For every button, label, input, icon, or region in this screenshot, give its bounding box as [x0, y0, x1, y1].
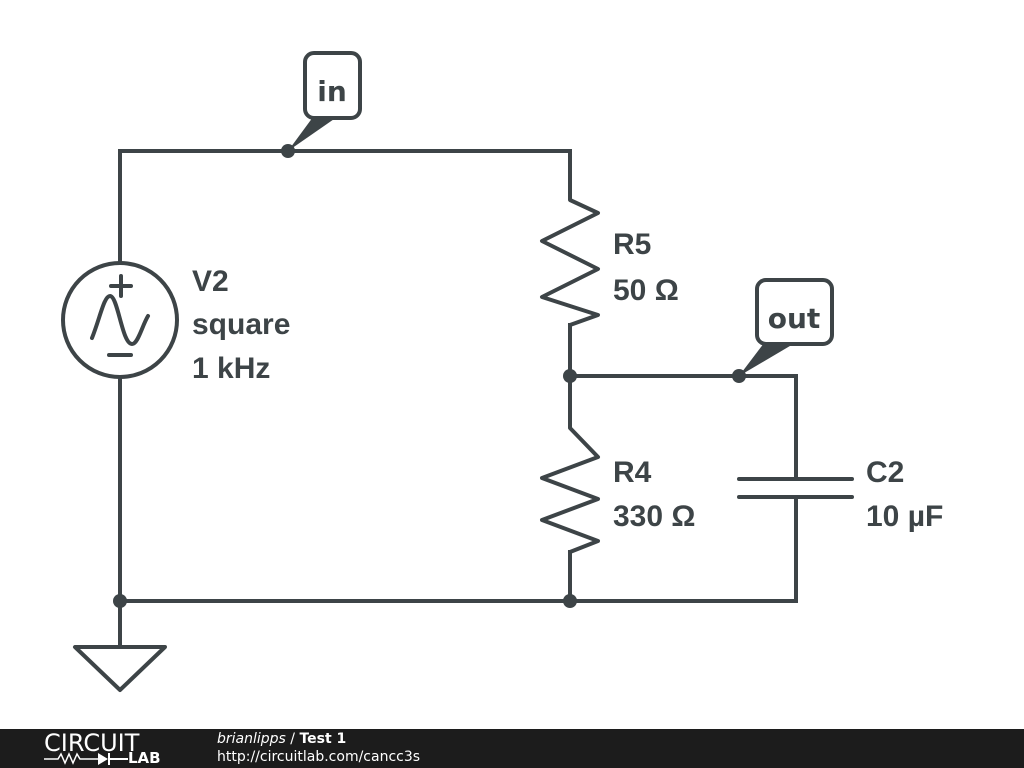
resistor-r4[interactable]: R4 330 Ω [540, 423, 695, 554]
net-label-pointer [739, 343, 795, 376]
net-label-box [303, 51, 362, 120]
wire-top [118, 149, 572, 264]
junction-r5-r4 [563, 369, 577, 383]
circuitlab-logo-resistor-diode-icon [44, 752, 128, 765]
junction-r4-bottom [563, 594, 577, 608]
net-label-in-text: in [317, 75, 347, 108]
r5-name: R5 [613, 228, 651, 261]
r4-name: R4 [613, 456, 652, 489]
footer-bar: CIRCUIT LAB brianlipps / Test 1 http://c… [0, 729, 1024, 768]
net-label-pointer [288, 117, 337, 151]
sine-wave-icon [90, 294, 150, 346]
circuitlab-logo-lab: LAB [128, 749, 161, 767]
net-label-in[interactable]: in [288, 51, 362, 151]
r4-value: 330 Ω [613, 500, 695, 533]
resistor-r5[interactable]: R5 50 Ω [540, 193, 679, 327]
circuit-meta: brianlipps / Test 1 [217, 731, 346, 747]
net-label-box [755, 278, 834, 346]
plus-sign-icon [109, 274, 133, 298]
net-label-out-text: out [768, 302, 821, 335]
circuit-title[interactable]: Test 1 [299, 731, 347, 747]
c2-name: C2 [866, 456, 904, 489]
v2-name: V2 [192, 265, 229, 298]
ground-icon [73, 645, 167, 692]
junction-ground [113, 594, 127, 608]
source-circle [61, 261, 179, 379]
voltage-source-v2[interactable]: V2 square 1 kHz [61, 261, 290, 385]
circuit-url[interactable]: http://circuitlab.com/cancc3s [217, 749, 421, 765]
resistor-zigzag [540, 193, 600, 327]
wire-cap-bottom [118, 495, 798, 603]
net-label-out[interactable]: out [739, 278, 834, 376]
v2-type: square [192, 308, 290, 341]
ground-symbol[interactable] [73, 645, 167, 692]
wire-out [568, 374, 798, 481]
schematic-canvas: V2 square 1 kHz R5 50 Ω R4 330 Ω C2 10 µ… [61, 51, 943, 692]
meta-separator: / [285, 731, 300, 747]
v2-frequency: 1 kHz [192, 352, 270, 385]
author-link[interactable]: brianlipps [217, 731, 286, 747]
capacitor-c2[interactable]: C2 10 µF [737, 456, 943, 533]
wires [118, 149, 798, 648]
r5-value: 50 Ω [613, 274, 679, 307]
c2-value: 10 µF [866, 500, 943, 533]
circuitlab-logo-text[interactable]: CIRCUIT [44, 729, 140, 757]
resistor-zigzag [540, 423, 600, 554]
